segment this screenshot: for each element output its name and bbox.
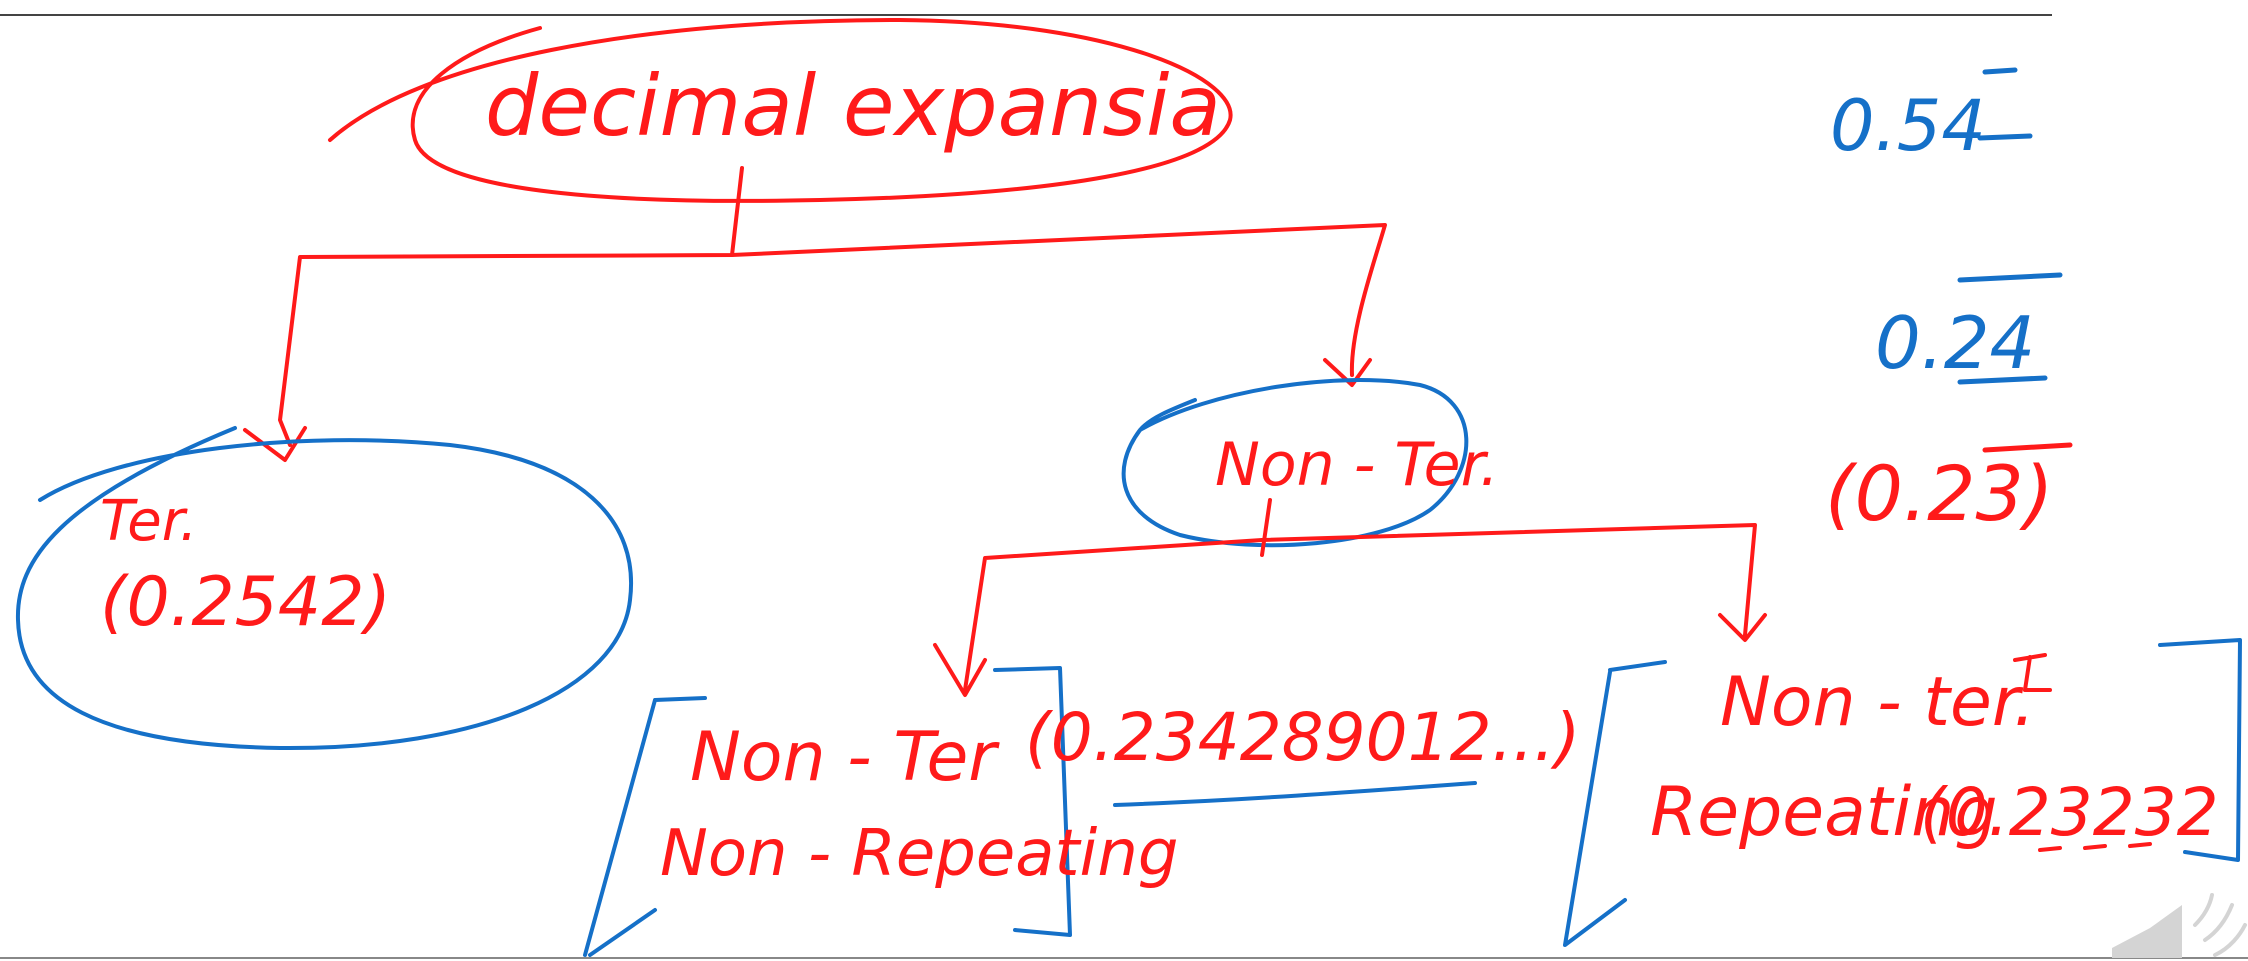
repeating-example: (0.23232 [1920, 774, 2219, 851]
side-example-3-bar [1982, 442, 2073, 453]
side-example-2: 0.24 [1875, 301, 2035, 385]
terminating-label: Ter. [100, 489, 197, 554]
non-repeating-bracket-right [993, 666, 1072, 937]
side-examples: 0.54 0.24 (0.23) [1825, 67, 2073, 538]
non-repeating-bracket-left [583, 696, 707, 957]
non-ter-non-repeating-node: Non - Ter Non - Repeating (0.234289012..… [583, 666, 1580, 957]
terminating-example: (0.2542) [100, 563, 391, 642]
non-repeating-line2: Non - Repeating [660, 817, 1179, 891]
non-repeating-line1: Non - Ter [690, 718, 1000, 797]
side-example-3: (0.23) [1825, 449, 2054, 538]
non-terminating-node: Non - Ter. [1121, 378, 1499, 548]
side-example-2-bar [1957, 272, 2063, 385]
repeating-line1: Non - ter. [1720, 663, 2035, 742]
repeating-dashes [2038, 842, 2152, 852]
non-terminating-ellipse [1121, 378, 1469, 548]
root-branch [243, 166, 1387, 462]
side-example-1-bar [1977, 67, 2033, 141]
repeating-bar-mark [2013, 653, 2052, 692]
non-repeating-example: (0.234289012...) [1025, 699, 1580, 776]
non-terminating-branch [933, 498, 1767, 697]
terminating-node: Ter. (0.2542) [15, 426, 634, 751]
non-repeating-underline [1113, 781, 1477, 807]
non-ter-repeating-node: Non - ter. Repeating (0.23232 [1563, 638, 2242, 947]
speaker-icon[interactable] [2112, 893, 2247, 958]
repeating-bracket-left [1563, 660, 1667, 947]
root-label: decimal expansia [485, 57, 1221, 155]
root-node: decimal expansia [328, 18, 1233, 203]
terminating-ellipse [15, 426, 634, 751]
side-example-1: 0.54 [1830, 85, 1986, 167]
root-ellipse [328, 18, 1233, 203]
non-terminating-label: Non - Ter. [1215, 430, 1499, 500]
repeating-line2: Repeating [1650, 773, 1998, 852]
repeating-bracket-right [2158, 638, 2242, 862]
